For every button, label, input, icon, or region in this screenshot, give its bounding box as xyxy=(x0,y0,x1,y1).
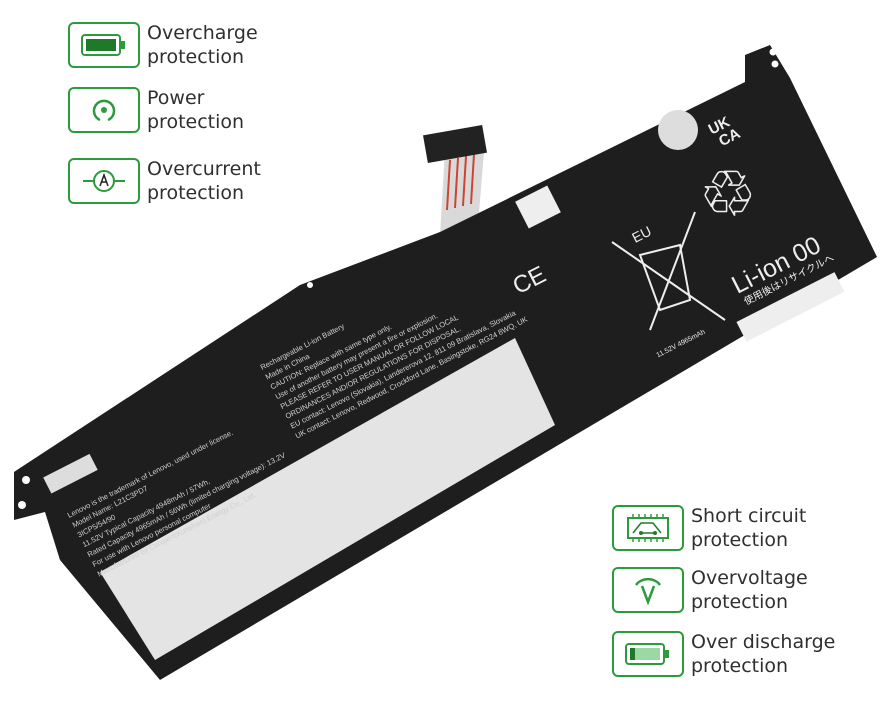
power-icon xyxy=(68,87,140,133)
badge-subtitle: protection xyxy=(147,46,245,68)
badge-title: Short circuit xyxy=(691,505,807,527)
ammeter-icon xyxy=(68,158,140,204)
serial-label xyxy=(736,272,845,342)
recycle-seal xyxy=(658,110,698,150)
badge-title: Overvoltage xyxy=(691,567,808,589)
badge-subtitle: protection xyxy=(691,655,789,677)
eu-mark: EU xyxy=(629,223,654,246)
badge-subtitle: protection xyxy=(147,182,245,204)
badge-subtitle: protection xyxy=(691,591,789,613)
battery-low-icon xyxy=(612,631,684,677)
badge-title: Overcurrent xyxy=(147,158,261,180)
badge-title: Overcharge xyxy=(147,22,258,44)
badge-subtitle: protection xyxy=(147,111,245,133)
badge-title: Power xyxy=(147,87,205,109)
crossed-bin-icon xyxy=(611,211,726,331)
battery-connector-cable xyxy=(423,125,487,235)
badge-title: Over discharge xyxy=(691,631,836,653)
circuit-board-icon xyxy=(612,505,684,551)
qr-code xyxy=(515,185,561,229)
voltage-icon xyxy=(612,567,684,613)
battery-full-icon xyxy=(68,22,140,68)
lenovo-logo-plate xyxy=(43,453,98,494)
recycle-icon: ♻ xyxy=(700,160,756,229)
badge-subtitle: protection xyxy=(691,529,789,551)
battery-info-label xyxy=(100,338,555,660)
